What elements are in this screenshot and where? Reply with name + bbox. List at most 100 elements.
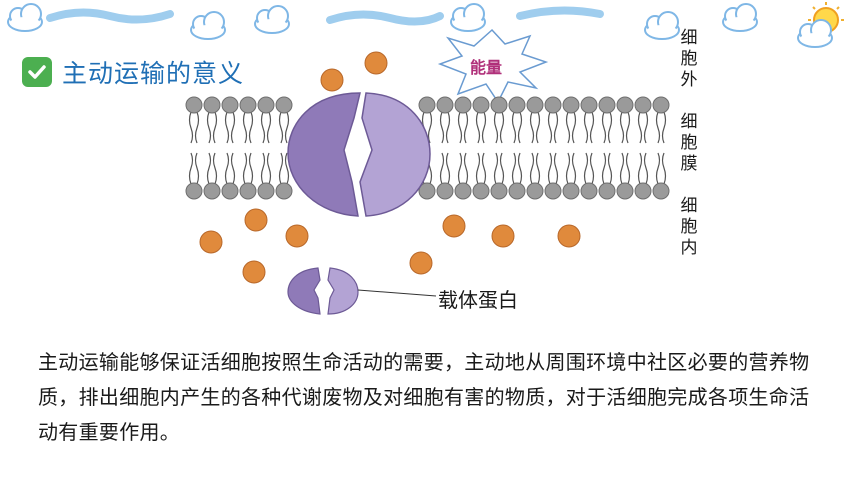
lipid-head: [544, 182, 562, 200]
lipid-head: [580, 96, 598, 114]
lipid-tail: [463, 152, 469, 185]
lipid-head: [185, 182, 203, 200]
lipid-tail: [427, 111, 433, 144]
carrier-protein-channel: [287, 92, 431, 217]
particle-icon: [409, 251, 433, 275]
lipid-head: [490, 96, 508, 114]
energy-label: 能量: [470, 58, 503, 77]
particle-icon: [199, 230, 223, 254]
lipid-tail: [565, 152, 571, 185]
lipid-tail: [224, 111, 230, 144]
lipid-tail: [529, 111, 535, 144]
lipid-tail: [194, 152, 200, 185]
lipid-tail: [284, 152, 290, 185]
lipid-head: [239, 182, 257, 200]
lipid-head: [562, 96, 580, 114]
wave-decor: [516, 6, 604, 20]
lipid-tail: [439, 152, 445, 185]
lipid-head: [526, 96, 544, 114]
lipid-tail: [601, 111, 607, 144]
lipid-tail: [457, 152, 463, 185]
lipid-head: [544, 96, 562, 114]
lipid-tail: [571, 111, 577, 144]
lipid-head: [490, 182, 508, 200]
particles: [199, 51, 581, 284]
lipid-tail: [625, 152, 631, 185]
lipid-tail: [224, 152, 230, 185]
lipid-tail: [589, 111, 595, 144]
lipid-tail: [583, 111, 589, 144]
lipid-tail: [637, 152, 643, 185]
lipid-tail: [475, 111, 481, 144]
particle-icon: [285, 224, 309, 248]
label-membrane: 细胞膜: [680, 112, 698, 174]
lipid-head: [436, 182, 454, 200]
lipid-tail: [619, 111, 625, 144]
lipid-tail: [230, 152, 236, 185]
lipid-head: [454, 96, 472, 114]
lipid-tail: [212, 111, 218, 144]
lipid-head: [652, 182, 670, 200]
slide-title: 主动运输的意义: [62, 59, 245, 88]
lipid-head: [508, 182, 526, 200]
lipid-tail: [529, 152, 535, 185]
lipid-tail: [439, 111, 445, 144]
particle-icon: [557, 224, 581, 248]
lipid-tail: [547, 152, 553, 185]
lipid-head: [203, 182, 221, 200]
lipid-head: [580, 182, 598, 200]
lipid-tail: [188, 111, 194, 144]
carrier-protein-label: 载体蛋白: [438, 288, 518, 312]
lipid-tail: [499, 111, 505, 144]
lipid-tail: [583, 152, 589, 185]
lipid-tail: [619, 152, 625, 185]
wave-decor: [46, 8, 174, 24]
particle-icon: [364, 51, 388, 75]
lipid-head: [472, 96, 490, 114]
lipid-tail: [493, 111, 499, 144]
particle-icon: [244, 208, 268, 232]
particle-icon: [491, 224, 515, 248]
lipid-tail: [661, 111, 667, 144]
lipid-head: [472, 182, 490, 200]
lipid-tail: [463, 111, 469, 144]
lipid-tail: [493, 152, 499, 185]
lipid-head: [454, 182, 472, 200]
lipid-head: [257, 96, 275, 114]
lipid-tail: [284, 111, 290, 144]
lipid-tail: [565, 111, 571, 144]
lipid-tail: [445, 152, 451, 185]
label-outside: 细胞外: [680, 28, 698, 90]
lipid-tail: [266, 111, 272, 144]
lipid-tail: [481, 152, 487, 185]
lipid-head: [652, 96, 670, 114]
lipid-tail: [625, 111, 631, 144]
lipid-tail: [212, 152, 218, 185]
lipid-tail: [278, 111, 284, 144]
wave-decor: [326, 10, 444, 26]
lipid-head: [221, 96, 239, 114]
lipid-tail: [260, 152, 266, 185]
lipid-head: [634, 96, 652, 114]
lipid-tail: [206, 111, 212, 144]
lipid-tail: [643, 111, 649, 144]
lipid-head: [598, 96, 616, 114]
lipid-bilayer: [185, 96, 670, 200]
lipid-head: [526, 182, 544, 200]
lipid-tail: [499, 152, 505, 185]
lipid-tail: [661, 152, 667, 185]
lipid-tail: [517, 111, 523, 144]
lipid-tail: [188, 152, 194, 185]
lipid-head: [598, 182, 616, 200]
lipid-tail: [511, 152, 517, 185]
lipid-head: [508, 96, 526, 114]
lipid-tail: [607, 111, 613, 144]
lipid-tail: [242, 152, 248, 185]
lipid-tail: [266, 152, 272, 185]
lipid-tail: [655, 111, 661, 144]
lipid-tail: [248, 111, 254, 144]
lipid-head: [616, 96, 634, 114]
lipid-head: [418, 182, 436, 200]
